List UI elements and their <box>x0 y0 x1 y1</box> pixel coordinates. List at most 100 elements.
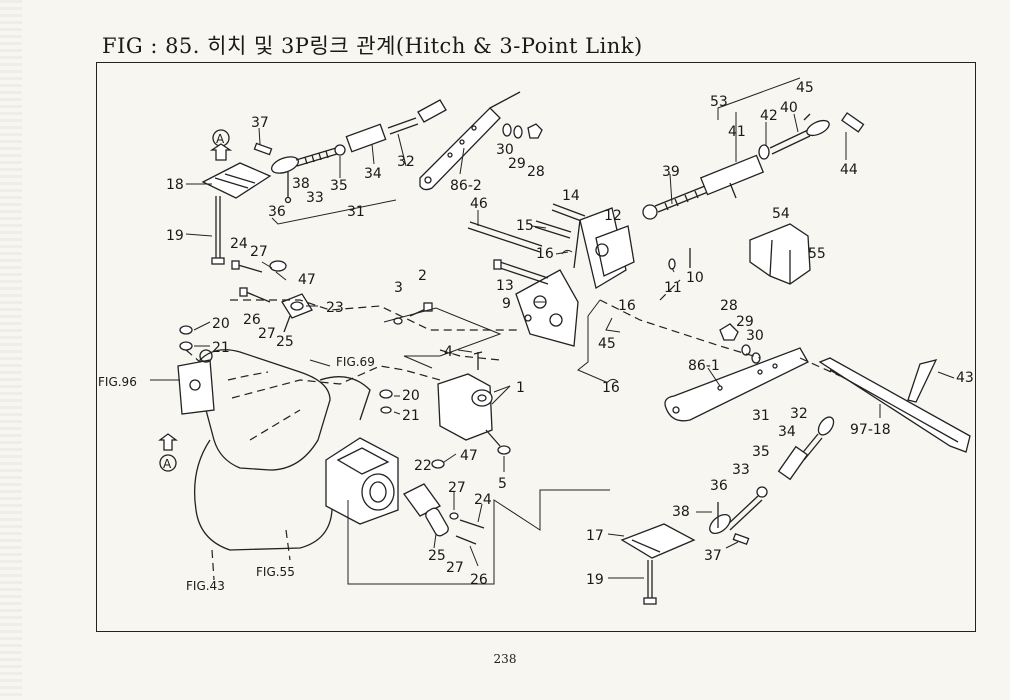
callout-86-1: 86-1 <box>688 358 720 374</box>
plate-17 <box>620 523 696 559</box>
callout-13: 13 <box>496 278 514 294</box>
callout-20-a: 20 <box>212 316 230 332</box>
callout-24-b: 24 <box>474 492 492 508</box>
callout-20-b: 20 <box>402 388 420 404</box>
arrow-a-bottom <box>158 433 178 472</box>
leader-lines <box>150 112 955 579</box>
callout-34: 34 <box>364 166 382 182</box>
callout-44: 44 <box>840 162 858 178</box>
bolts-14-15-46 <box>467 203 586 253</box>
washers-20-21-center <box>379 389 393 414</box>
callout-27-c: 27 <box>448 480 466 496</box>
bolts-24-27-left <box>231 260 287 303</box>
callout-23: 23 <box>326 300 344 316</box>
assembly-line-f <box>439 349 501 361</box>
callout-18: 18 <box>166 177 184 193</box>
rod-end-31-lower <box>709 416 835 546</box>
callout-27-a: 27 <box>250 244 268 260</box>
callout-17: 17 <box>586 528 604 544</box>
callout-47-b: 47 <box>460 448 478 464</box>
bracket-53 <box>717 77 801 120</box>
fig-ref-55: FIG.55 <box>256 565 295 579</box>
arrow-a-top <box>209 129 233 161</box>
assembly-line-g <box>249 409 301 441</box>
callout-32: 32 <box>397 154 415 170</box>
callout-labels: 37 18 19 38 33 35 34 32 36 31 30 29 28 8… <box>163 80 974 588</box>
scan-margin <box>0 0 22 700</box>
bracket-31-upper <box>271 199 397 225</box>
connector-lines-right <box>577 299 607 383</box>
callout-10: 10 <box>686 270 704 286</box>
callout-55: 55 <box>808 246 826 262</box>
callout-21-b: 21 <box>402 408 420 424</box>
callout-37-b: 37 <box>704 548 722 564</box>
callout-27-d: 27 <box>446 560 464 576</box>
callout-15: 15 <box>516 218 534 234</box>
callout-16-c: 16 <box>602 380 620 396</box>
bolt-5 <box>485 429 511 455</box>
figure-title: FIG : 85. 히치 및 3P링크 관계(Hitch & 3-Point L… <box>102 34 643 58</box>
turnbuckle-link-39-44 <box>642 112 865 220</box>
bolt-2-3 <box>393 302 433 325</box>
callout-19-b: 19 <box>586 572 604 588</box>
callout-22: 22 <box>414 458 432 474</box>
callout-4: 4 <box>444 344 453 360</box>
callout-29-b: 29 <box>736 314 754 330</box>
assembly-line-c <box>599 299 761 359</box>
callout-16-b: 16 <box>618 298 636 314</box>
washers-20-21-left <box>179 325 193 351</box>
callout-33: 33 <box>306 190 324 206</box>
plate-9 <box>515 269 579 347</box>
assembly-line-b <box>231 365 441 399</box>
callout-97-18: 97-18 <box>850 422 891 438</box>
callout-45-b: 45 <box>598 336 616 352</box>
bolt-19-upper <box>211 196 225 265</box>
callout-2: 2 <box>418 268 427 284</box>
callout-35: 35 <box>330 178 348 194</box>
assembly-line-j <box>799 357 841 377</box>
callout-54: 54 <box>772 206 790 222</box>
pump-housing-22 <box>325 437 399 525</box>
washers-28-30-lower <box>719 323 761 364</box>
callout-19: 19 <box>166 228 184 244</box>
pin-37-upper <box>253 142 273 156</box>
assembly-line-e <box>185 349 201 363</box>
page-number: 238 <box>493 652 517 666</box>
callout-1: 1 <box>516 380 525 396</box>
engine-outline <box>177 349 371 551</box>
callout-53: 53 <box>710 94 728 110</box>
callout-40: 40 <box>780 100 798 116</box>
washers-28-30-upper <box>502 123 543 139</box>
callout-31-b: 31 <box>752 408 770 424</box>
fig-ref-69: FIG.69 <box>336 355 375 369</box>
callout-38-b: 38 <box>672 504 690 520</box>
fig-ref-96: FIG.96 <box>98 375 137 389</box>
callout-33-b: 33 <box>732 462 750 478</box>
assembly-line-a <box>230 299 520 331</box>
callout-39: 39 <box>662 164 680 180</box>
callout-28-b: 28 <box>720 298 738 314</box>
callout-25-b: 25 <box>428 548 446 564</box>
callout-31: 31 <box>347 204 365 220</box>
callout-5: 5 <box>498 476 507 492</box>
callout-a-top: A <box>216 132 225 146</box>
callout-29: 29 <box>508 156 526 172</box>
callout-25-a: 25 <box>276 334 294 350</box>
callout-24-a: 24 <box>230 236 248 252</box>
connector-lines-center <box>383 307 502 369</box>
bolt-19-lower <box>643 560 657 605</box>
bolt-13 <box>493 259 549 285</box>
callout-47-a: 47 <box>298 272 316 288</box>
connector-lines-lower <box>347 489 610 585</box>
bolt-10-11 <box>668 248 691 270</box>
callout-42: 42 <box>760 108 778 124</box>
callout-14: 14 <box>562 188 580 204</box>
callout-a-bottom: A <box>163 457 172 471</box>
callout-86-2: 86-2 <box>450 178 482 194</box>
assembly-line-d <box>227 371 269 381</box>
callout-9: 9 <box>502 296 511 312</box>
callout-34-b: 34 <box>778 424 796 440</box>
assembly-line-i <box>285 529 291 561</box>
cover-54 <box>749 223 811 285</box>
callout-11: 11 <box>664 280 682 296</box>
